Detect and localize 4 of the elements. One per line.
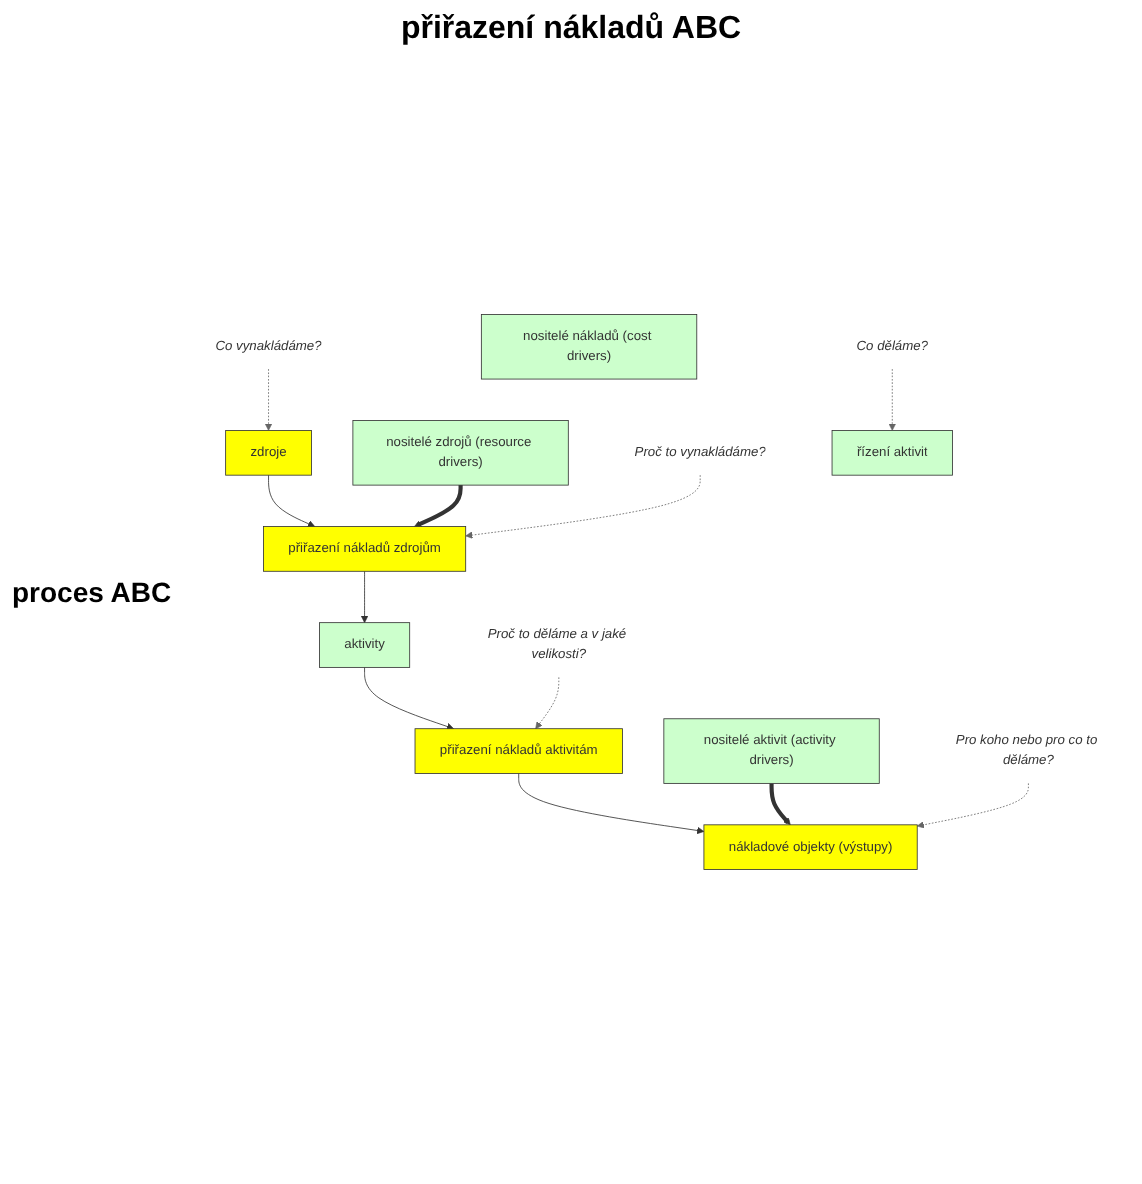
side-label: proces ABC <box>10 576 174 608</box>
arrow <box>768 783 790 826</box>
diagram-title: přiřazení nákladů ABC <box>398 12 744 48</box>
arrow <box>413 485 462 528</box>
